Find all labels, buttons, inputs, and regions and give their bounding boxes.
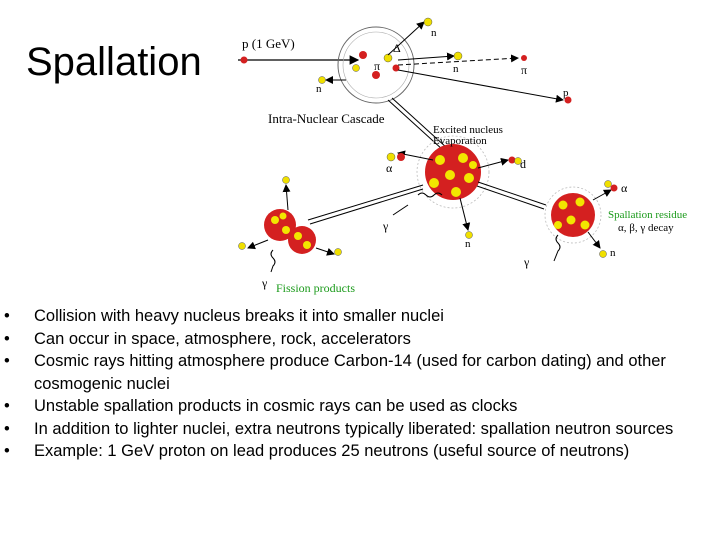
excited-label-1: Excited nucleus [433,124,503,136]
n-label-residue: n [610,247,616,259]
bullet-item: • Unstable spallation products in cosmic … [0,395,720,418]
delta-label: Δ [393,41,401,55]
bullet-text: Collision with heavy nucleus breaks it i… [34,307,444,325]
pion-label-inner: π [374,59,380,73]
bullet-text: Unstable spallation products in cosmic r… [34,397,518,415]
bullet-item: • Example: 1 GeV proton on lead produces … [0,440,720,463]
bullet-text: In addition to lighter nuclei, extra neu… [34,419,674,438]
spallation-residue-nucleus [551,193,595,237]
spallation-diagram: p (1 GeV) Δ π n n π p n Intra-Nuclear Ca… [238,17,687,295]
bullet-symbol: • [4,307,10,325]
p-label-out: p [563,87,569,99]
n-label-evap: n [465,238,471,250]
bullet-symbol: • [4,329,10,348]
bullet-list: • Collision with heavy nucleus breaks it … [0,305,720,463]
bullet-item: • In addition to lighter nuclei, extra ne… [0,418,720,441]
decay-label: α, β, γ decay [618,222,674,234]
gamma-label-residue: γ [523,255,530,269]
fission-fragment-2 [288,226,316,254]
bullet-symbol: • [4,397,10,415]
d-label: d [520,157,526,171]
gamma-label-fission: γ [261,276,268,290]
n-label-mid: n [453,63,459,75]
bullet-symbol: • [4,419,10,438]
cascade-label: Intra-Nuclear Cascade [268,111,385,126]
fission-label: Fission products [276,281,355,295]
n-label-left: n [316,83,322,95]
cascade-nucleus [337,26,415,104]
incoming-proton [240,56,248,64]
alpha-label-left: α [386,161,393,175]
alpha-label-right: α [621,181,628,195]
incoming-proton-label: p (1 GeV) [242,36,295,51]
bullet-text: Example: 1 GeV proton on lead produces 2… [34,442,630,460]
bullet-text: Cosmic rays hitting atmosphere produce C… [34,352,666,393]
excited-label-2: Evaporation [433,135,487,147]
bullet-symbol: • [4,352,10,370]
bullet-item: • Collision with heavy nucleus breaks it … [0,305,720,328]
cascade-nucleus-inner [342,31,410,99]
bullet-item: • Can occur in space, atmosphere, rock, a… [0,328,720,351]
n-label-top: n [431,27,437,39]
bullet-item: • Cosmic rays hitting atmosphere produce … [0,350,720,395]
pion-label-outer: π [521,63,527,77]
gamma-label-mid: γ [382,219,389,233]
residue-label: Spallation residue [608,209,687,221]
bullet-symbol: • [4,442,10,460]
bullet-text: Can occur in space, atmosphere, rock, ac… [34,329,411,348]
slide-title: Spallation [26,40,202,84]
